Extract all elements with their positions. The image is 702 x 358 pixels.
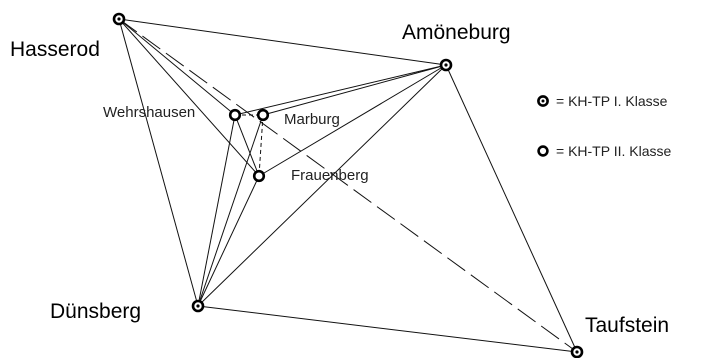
edge-duensberg-marburg	[197, 114, 264, 307]
label-wehrshausen: Wehrshausen	[103, 104, 195, 121]
edge-marburg-frauenberg	[258, 114, 264, 177]
point-amoeneburg	[439, 58, 453, 72]
edge-duensberg-taufstein	[197, 305, 578, 353]
edge-hasserod-duensberg	[118, 18, 199, 307]
edge-duensberg-wehrshausen	[197, 114, 236, 307]
network-edges	[118, 18, 578, 353]
label-duensberg: Dünsberg	[50, 300, 141, 323]
edge-hasserod-wehrshausen	[118, 18, 236, 116]
point-taufstein	[570, 345, 584, 358]
edge-hasserod-amoeneburg	[118, 18, 447, 66]
edge-amoeneburg-marburg	[262, 64, 447, 116]
edge-wehrshausen-frauenberg	[234, 114, 260, 177]
label-frauenberg: Frauenberg	[291, 167, 369, 184]
point-labels: Hasserod Amöneburg Dünsberg Taufstein We…	[10, 21, 669, 337]
edge-amoeneburg-frauenberg	[258, 64, 447, 177]
label-amoeneburg: Amöneburg	[402, 21, 511, 44]
point-frauenberg	[252, 169, 266, 183]
legend-class2-label: = KH-TP II. Klasse	[556, 143, 671, 159]
edge-hasserod-frauenberg	[118, 18, 260, 177]
point-duensberg	[191, 299, 205, 313]
edge-hasserod-taufstein	[118, 18, 578, 353]
label-marburg: Marburg	[284, 111, 340, 128]
edge-duensberg-amoeneburg	[197, 64, 447, 307]
edge-amoeneburg-taufstein	[445, 64, 578, 353]
point-marburg	[256, 108, 270, 122]
edge-duensberg-frauenberg	[197, 175, 260, 307]
legend: = KH-TP I. Klasse = KH-TP II. Klasse	[537, 93, 671, 159]
label-hasserod: Hasserod	[10, 38, 100, 61]
edge-amoeneburg-wehrshausen	[234, 64, 447, 116]
legend-class1-label: = KH-TP I. Klasse	[556, 93, 668, 109]
label-taufstein: Taufstein	[585, 314, 669, 337]
network-points	[112, 12, 584, 358]
legend-class2-marker-icon	[537, 145, 549, 157]
point-wehrshausen	[228, 108, 242, 122]
legend-class1-marker-icon	[537, 95, 549, 107]
point-hasserod	[112, 12, 126, 26]
